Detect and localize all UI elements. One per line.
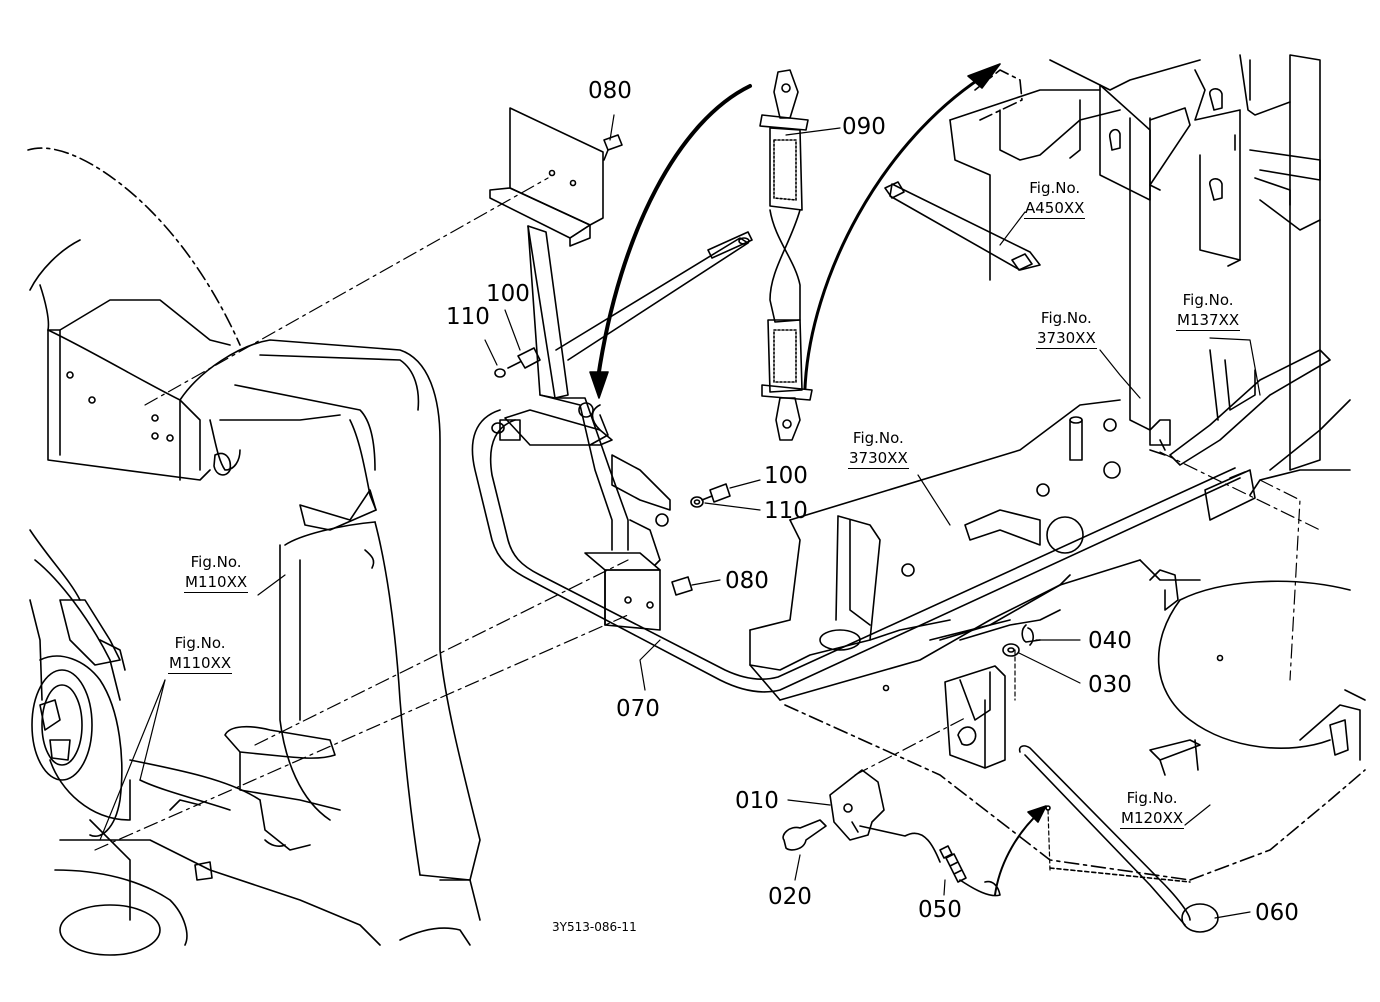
fig-ref-3730xx-lower[interactable]: Fig.No. 3730XX <box>848 428 909 469</box>
part-label-070[interactable]: 070 <box>616 696 660 722</box>
fig-ref-a450xx[interactable]: Fig.No. A450XX <box>1024 178 1086 219</box>
part-label-110-lower[interactable]: 110 <box>764 498 808 524</box>
part-label-110-upper[interactable]: 110 <box>446 304 490 330</box>
part-label-100-lower[interactable]: 100 <box>764 463 808 489</box>
fig-ref-prefix: Fig.No. <box>1126 789 1178 807</box>
fig-ref-prefix: Fig.No. <box>174 634 226 652</box>
part-label-030[interactable]: 030 <box>1088 672 1132 698</box>
fig-ref-code: 3730XX <box>1036 329 1097 349</box>
right-frame-assembly <box>749 54 1366 881</box>
fig-ref-prefix: Fig.No. <box>190 553 242 571</box>
fig-ref-prefix: Fig.No. <box>1182 291 1234 309</box>
fig-ref-prefix: Fig.No. <box>852 429 904 447</box>
fig-ref-code: M137XX <box>1176 311 1241 331</box>
bolt-100-lower <box>701 483 731 503</box>
part-label-060[interactable]: 060 <box>1255 900 1299 926</box>
part-label-050[interactable]: 050 <box>918 897 962 923</box>
part-label-090[interactable]: 090 <box>842 114 886 140</box>
bolt-080-lower <box>671 576 693 596</box>
washer-110-lower <box>690 496 704 508</box>
part-label-100-upper[interactable]: 100 <box>486 281 530 307</box>
fig-ref-m110xx-lower[interactable]: Fig.No. M110XX <box>168 633 233 674</box>
bolt-100-upper <box>507 347 541 369</box>
fig-ref-code: 3730XX <box>848 449 909 469</box>
diagram-code: 3Y513-086-11 <box>552 920 637 934</box>
fig-ref-m120xx[interactable]: Fig.No. M120XX <box>1120 788 1185 829</box>
left-fender-assembly <box>27 147 481 956</box>
fig-ref-prefix: Fig.No. <box>1040 309 1092 327</box>
leader-lines <box>94 114 1321 919</box>
fig-ref-m110xx-upper[interactable]: Fig.No. M110XX <box>184 552 249 593</box>
fig-ref-prefix: Fig.No. <box>1029 179 1081 197</box>
strap-090 <box>759 69 813 441</box>
latch-assembly <box>782 624 1219 933</box>
fig-ref-code: A450XX <box>1024 199 1086 219</box>
fasteners <box>494 134 731 596</box>
fig-ref-code: M110XX <box>184 573 249 593</box>
assembly-arrows <box>589 63 1047 896</box>
washer-110-upper <box>494 368 506 378</box>
part-label-010[interactable]: 010 <box>735 788 779 814</box>
handle-frame-070 <box>471 107 1256 693</box>
part-label-080-top[interactable]: 080 <box>588 78 632 104</box>
fig-ref-3730xx-upper[interactable]: Fig.No. 3730XX <box>1036 308 1097 349</box>
part-label-020[interactable]: 020 <box>768 884 812 910</box>
part-label-040[interactable]: 040 <box>1088 628 1132 654</box>
fig-ref-m137xx[interactable]: Fig.No. M137XX <box>1176 290 1241 331</box>
fig-ref-code: M110XX <box>168 654 233 674</box>
fig-ref-code: M120XX <box>1120 809 1185 829</box>
part-label-080-lower[interactable]: 080 <box>725 568 769 594</box>
bolt-080-top <box>603 134 623 161</box>
